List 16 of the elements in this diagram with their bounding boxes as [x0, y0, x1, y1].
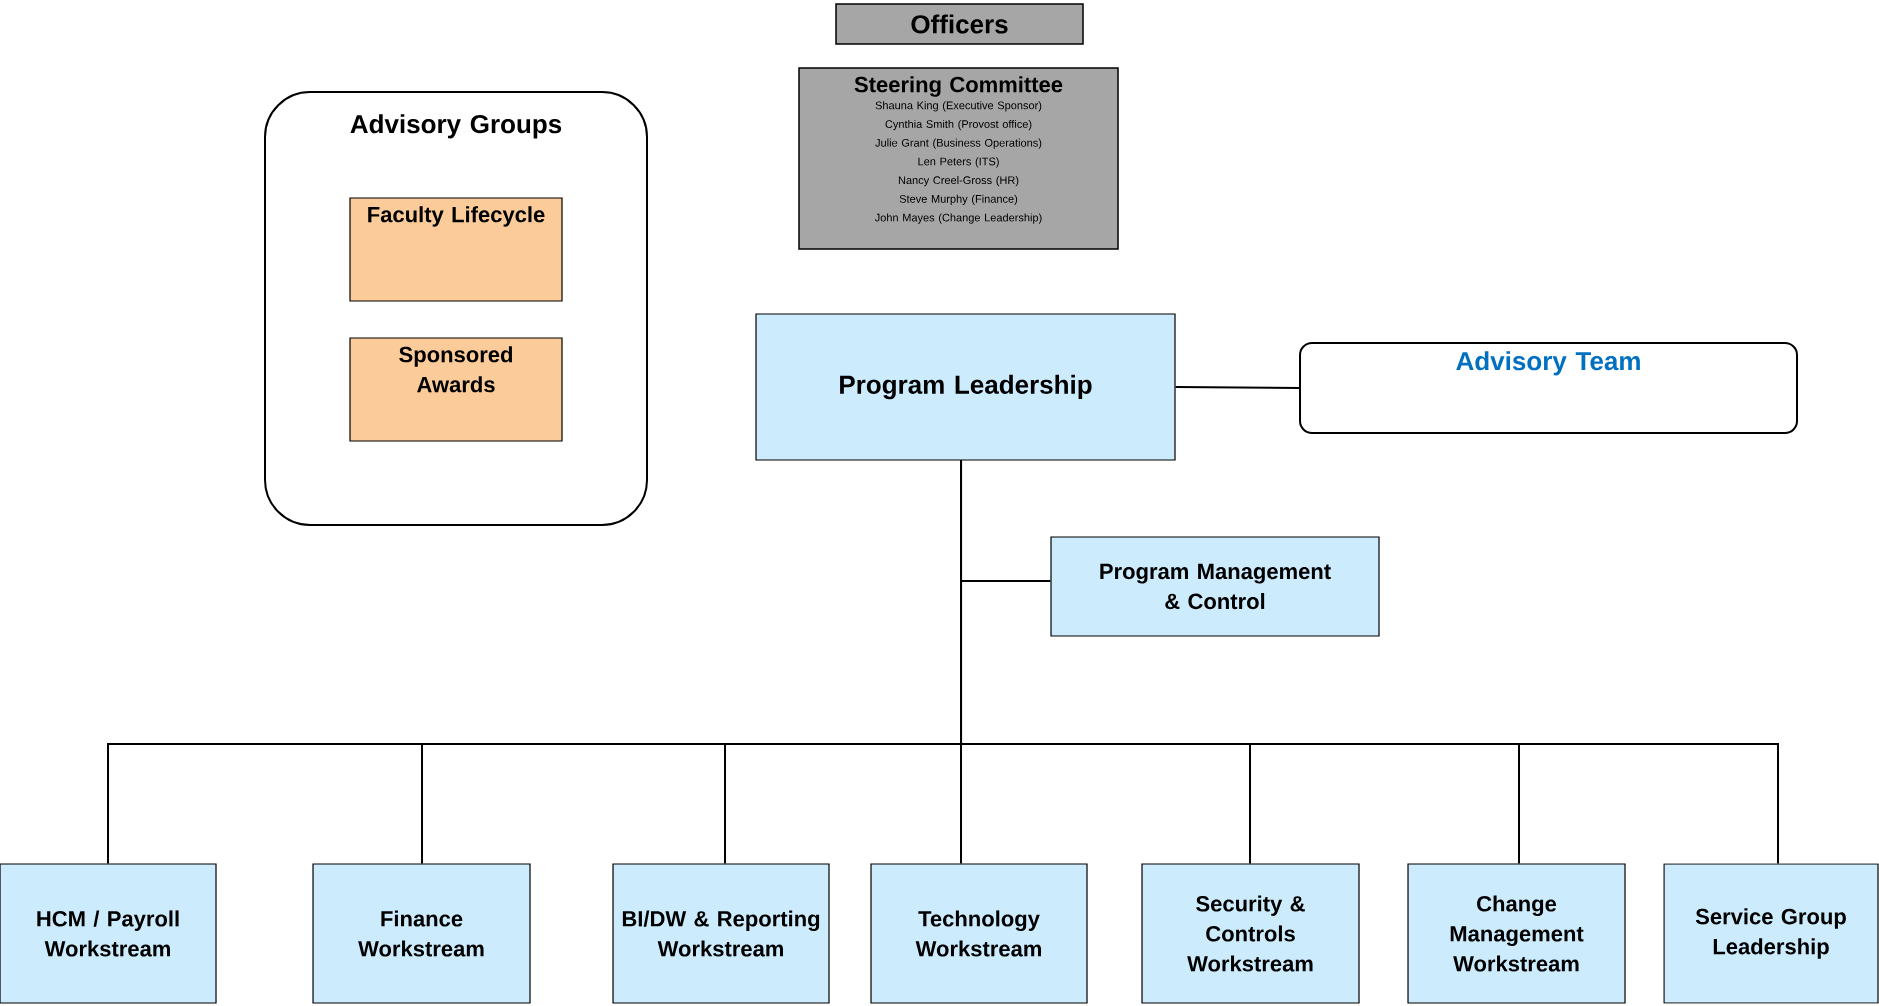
leadership-box: Program Leadership	[755, 313, 1176, 461]
workstream-box: Change Management Workstream	[1407, 863, 1626, 1004]
workstream-box: Security & Controls Workstream	[1141, 863, 1360, 1004]
workstream-box: BI/DW & Reporting Workstream	[612, 863, 830, 1004]
team-box: Advisory Team	[1299, 342, 1798, 434]
workstream-box: Service Group Leadership	[1663, 863, 1879, 1004]
management-box: Program Management & Control	[1050, 536, 1380, 637]
workstream-box: HCM / Payroll Workstream	[0, 863, 217, 1004]
workstream-box: Finance Workstream	[312, 863, 531, 1004]
group-box: Faculty Lifecycle	[349, 197, 563, 302]
workstream-box: Technology Workstream	[870, 863, 1088, 1004]
committee-box: Steering Committee Shauna King (Executive Sponsor) Cynthia Smith (Provost office) Julie Grant (Business Operations) Len Peters (ITS) Nancy Creel-Gross (HR) Steve Murphy (Finance) John Mayes (Change Leadership)	[798, 67, 1119, 250]
group-box: Sponsored Awards	[349, 337, 563, 442]
title-box: Officers	[835, 3, 1084, 45]
connector-line	[1174, 386, 1300, 389]
connector-line	[960, 459, 1779, 865]
